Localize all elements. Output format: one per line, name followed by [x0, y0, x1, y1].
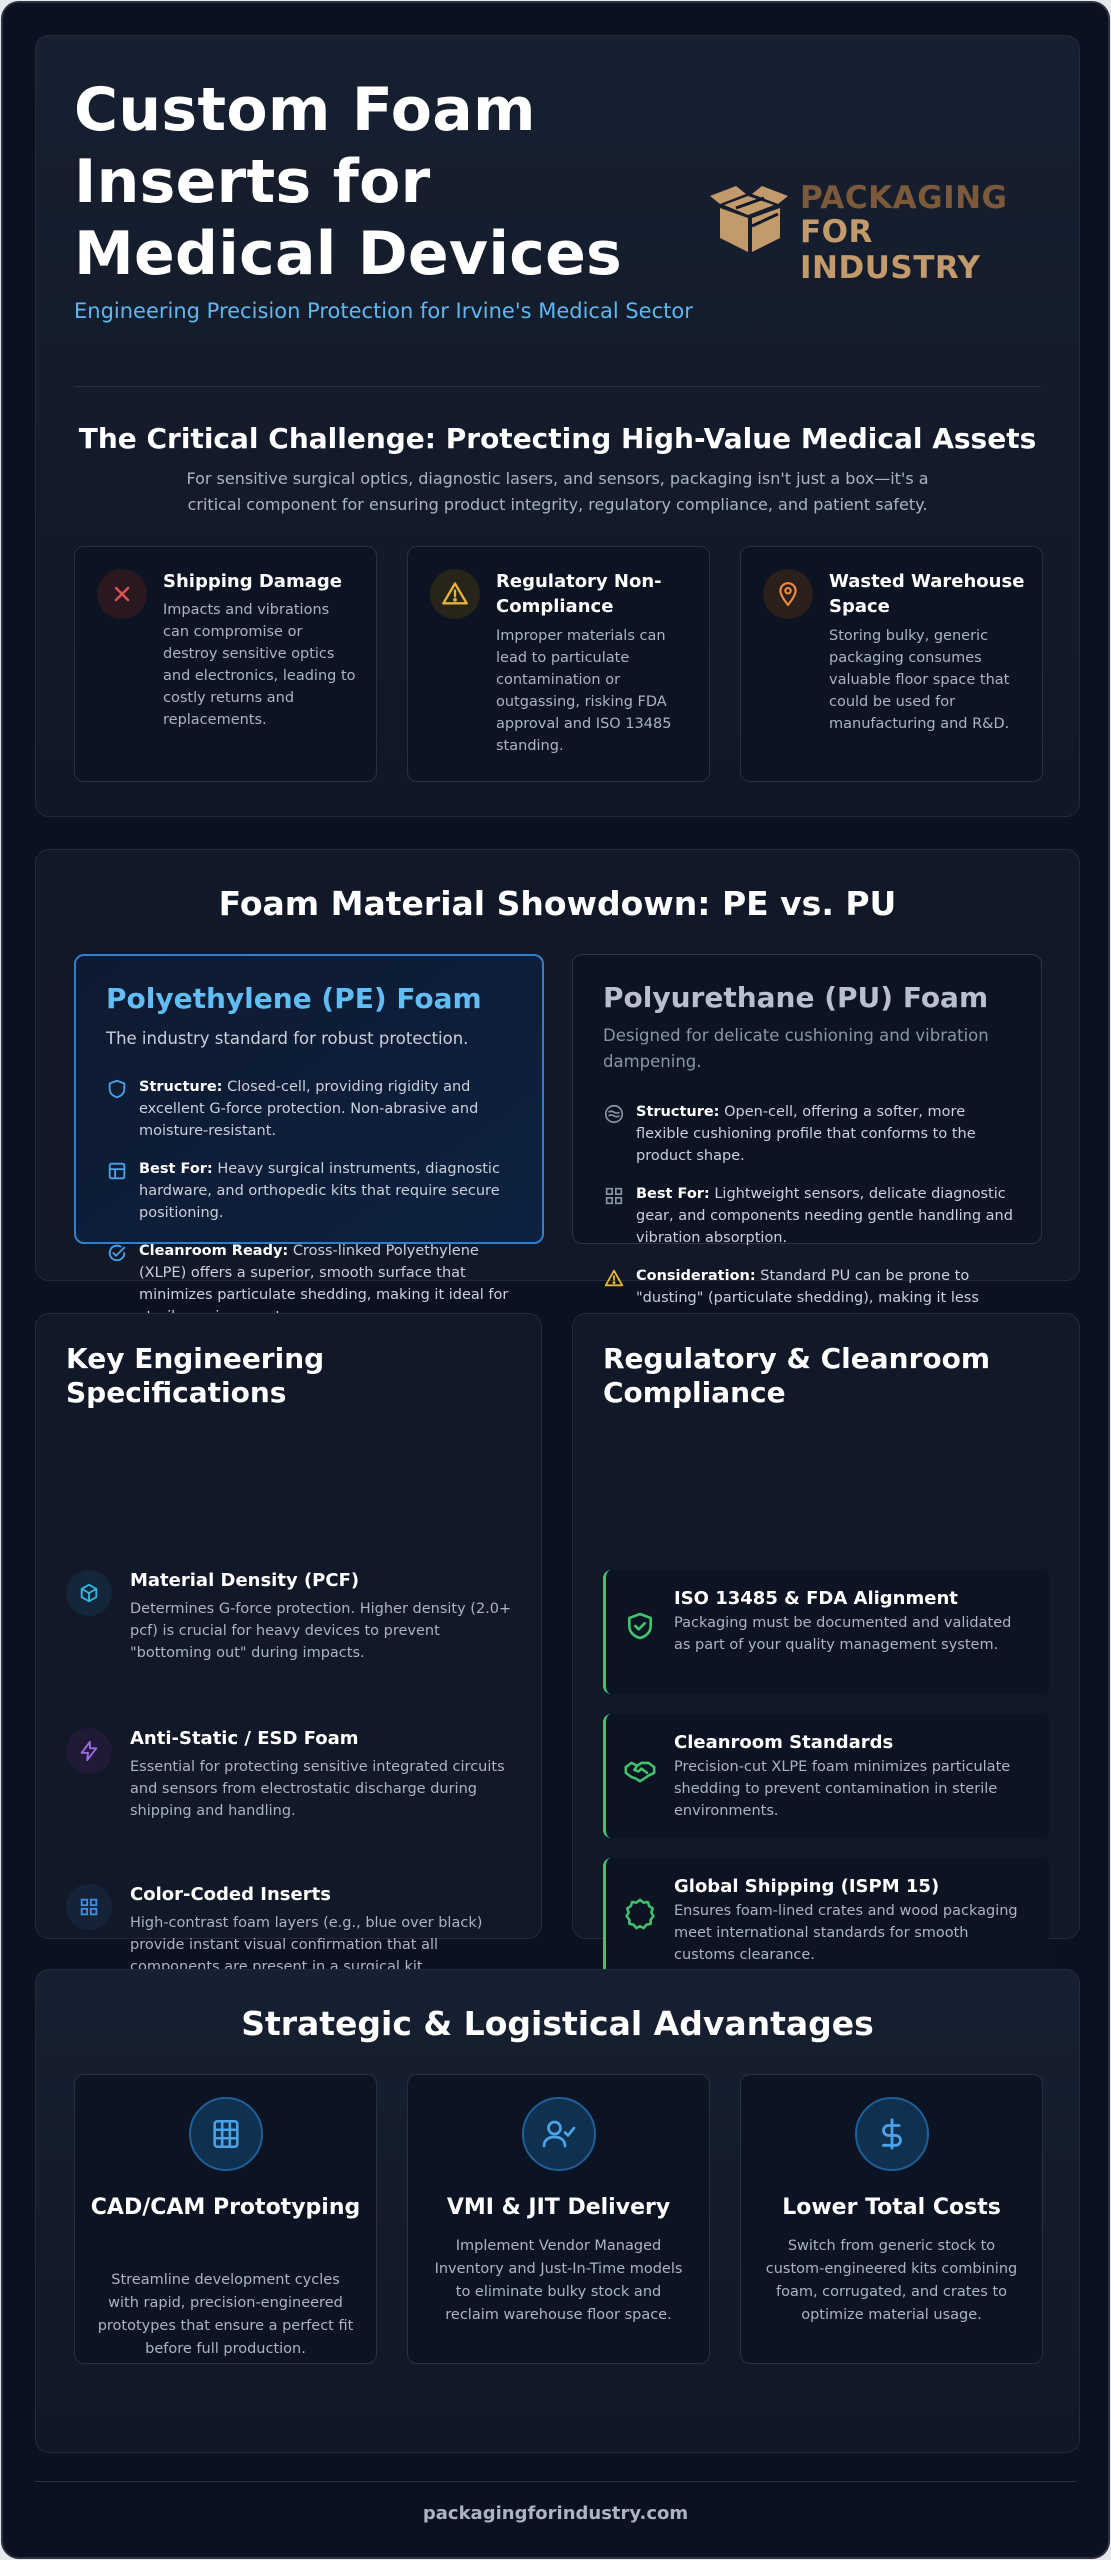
pe-foam-name: Polyethylene (PE) Foam	[106, 982, 482, 1015]
compliance-description: Packaging must be documented and validat…	[674, 1615, 1012, 1653]
feature-label: Structure:	[139, 1079, 223, 1095]
page-title: Custom Foam Inserts for Medical Devices	[74, 75, 623, 289]
spec-description: Determines G-force protection. Higher de…	[130, 1601, 512, 1661]
compliance-item-iso: ISO 13485 & FDA Alignment Packaging must…	[603, 1570, 1049, 1694]
cube-icon	[66, 1570, 112, 1616]
advantage-description: Switch from generic stock to custom-engi…	[765, 2238, 1018, 2323]
advantage-title: Lower Total Costs	[782, 2195, 1001, 2220]
advantage-title: VMI & JIT Delivery	[446, 2195, 671, 2220]
pe-feature-best-for: Best For: Heavy surgical instruments, di…	[106, 1158, 518, 1224]
pe-foam-tagline: The industry standard for robust protect…	[106, 1029, 469, 1048]
spec-title: Material Density (PCF)	[130, 1570, 360, 1591]
lightning-icon	[66, 1728, 112, 1774]
brand-logo: PACKAGING FOR INDUSTRY	[706, 176, 1046, 286]
advantage-title: CAD/CAM Prototyping	[90, 2195, 361, 2220]
advantages-section: Strategic & Logistical Advantages CAD/CA…	[35, 1969, 1080, 2453]
user-check-icon	[522, 2097, 596, 2171]
challenge-title: The Critical Challenge: Protecting High-…	[78, 422, 1037, 455]
divider	[74, 386, 1041, 387]
grid-icon	[66, 1884, 112, 1930]
check-circle-icon	[108, 1244, 126, 1262]
handshake-icon	[620, 1750, 660, 1790]
compliance-section: Regulatory & Cleanroom Compliance ISO 13…	[572, 1313, 1080, 1982]
compliance-title: Global Shipping (ISPM 15)	[674, 1876, 940, 1897]
challenge-description: For sensitive surgical optics, diagnosti…	[186, 469, 929, 514]
advantage-description: Streamline development cycles with rapid…	[97, 2272, 354, 2357]
challenge-card-title: Wasted Warehouse Space	[829, 571, 1025, 617]
shield-check-icon	[620, 1606, 660, 1646]
feature-label: Structure:	[636, 1104, 720, 1120]
open-box-icon	[710, 186, 788, 252]
pu-feature-best-for: Best For: Lightweight sensors, delicate …	[603, 1183, 1017, 1249]
logo-line-1: PACKAGING	[800, 180, 1008, 216]
warning-triangle-icon	[430, 569, 480, 619]
compliance-title: Cleanroom Standards	[674, 1732, 894, 1753]
challenge-card-shipping-damage: Shipping Damage Impacts and vibrations c…	[74, 546, 377, 782]
advantage-card-vmi: VMI & JIT Delivery Implement Vendor Mana…	[407, 2074, 710, 2364]
challenge-card-regulatory: Regulatory Non-Compliance Improper mater…	[407, 546, 710, 782]
specs-title: Key Engineering Specifications	[66, 1342, 325, 1409]
feature-label: Best For:	[139, 1161, 213, 1177]
footer-divider	[35, 2481, 1076, 2482]
advantage-card-cad: CAD/CAM Prototyping Streamline developme…	[74, 2074, 377, 2364]
spec-title: Anti-Static / ESD Foam	[130, 1728, 359, 1749]
grid-icon	[605, 1187, 623, 1205]
pe-feature-structure: Structure: Closed-cell, providing rigidi…	[106, 1076, 518, 1142]
layout-panel-icon	[108, 1162, 126, 1180]
feature-label: Cleanroom Ready:	[139, 1243, 289, 1259]
feature-label: Consideration:	[636, 1268, 756, 1284]
hero-section: Custom Foam Inserts for Medical Devices …	[35, 35, 1080, 817]
warning-triangle-icon	[604, 1269, 624, 1287]
pu-foam-tagline: Designed for delicate cushioning and vib…	[603, 1026, 989, 1071]
spec-description: Essential for protecting sensitive integ…	[130, 1759, 505, 1819]
compliance-title: ISO 13485 & FDA Alignment	[674, 1588, 958, 1609]
feature-text: Closed-cell, providing rigidity and exce…	[139, 1079, 479, 1139]
close-x-icon	[97, 569, 147, 619]
challenge-card-description: Impacts and vibrations can compromise or…	[163, 602, 356, 728]
feature-text: Lightweight sensors, delicate diagnostic…	[636, 1186, 1013, 1246]
foam-showdown-section: Foam Material Showdown: PE vs. PU Polyet…	[35, 849, 1080, 1350]
advantage-card-costs: Lower Total Costs Switch from generic st…	[740, 2074, 1043, 2364]
feature-text: Open-cell, offering a softer, more flexi…	[636, 1104, 976, 1164]
challenge-card-warehouse: Wasted Warehouse Space Storing bulky, ge…	[740, 546, 1043, 782]
logo-line-2: FOR INDUSTRY	[800, 214, 981, 286]
page-subtitle: Engineering Precision Protection for Irv…	[74, 299, 693, 323]
compliance-item-ispm: Global Shipping (ISPM 15) Ensures foam-l…	[603, 1858, 1049, 1982]
map-pin-icon	[763, 569, 813, 619]
compliance-item-cleanroom: Cleanroom Standards Precision-cut XLPE f…	[603, 1714, 1049, 1838]
feature-text: Heavy surgical instruments, diagnostic h…	[139, 1161, 500, 1221]
shield-icon	[108, 1079, 126, 1099]
pu-foam-card: Polyurethane (PU) Foam Designed for deli…	[572, 954, 1042, 1350]
challenge-card-title: Shipping Damage	[163, 571, 342, 592]
challenge-card-title: Regulatory Non-Compliance	[496, 571, 662, 617]
badge-icon	[620, 1894, 660, 1934]
dollar-icon	[855, 2097, 929, 2171]
compliance-description: Ensures foam-lined crates and wood packa…	[674, 1903, 1018, 1963]
challenge-card-description: Improper materials can lead to particula…	[496, 628, 672, 754]
engineering-specs-section: Key Engineering Specifications Material …	[35, 1313, 542, 1975]
compliance-title: Regulatory & Cleanroom Compliance	[603, 1342, 991, 1409]
pe-foam-card: Polyethylene (PE) Foam The industry stan…	[74, 954, 544, 1325]
pu-feature-structure: Structure: Open-cell, offering a softer,…	[603, 1101, 1017, 1167]
spec-title: Color-Coded Inserts	[130, 1884, 331, 1905]
calculator-grid-icon	[189, 2097, 263, 2171]
feature-label: Best For:	[636, 1186, 710, 1202]
foam-section-title: Foam Material Showdown: PE vs. PU	[218, 884, 897, 923]
advantages-title: Strategic & Logistical Advantages	[241, 2004, 874, 2043]
footer-url[interactable]: packagingforindustry.com	[422, 2503, 689, 2524]
advantage-description: Implement Vendor Managed Inventory and J…	[434, 2238, 683, 2323]
challenge-card-description: Storing bulky, generic packaging consume…	[829, 628, 1010, 732]
compliance-description: Precision-cut XLPE foam minimizes partic…	[674, 1759, 1011, 1819]
wave-circle-icon	[604, 1104, 624, 1124]
pu-foam-name: Polyurethane (PU) Foam	[603, 981, 989, 1014]
